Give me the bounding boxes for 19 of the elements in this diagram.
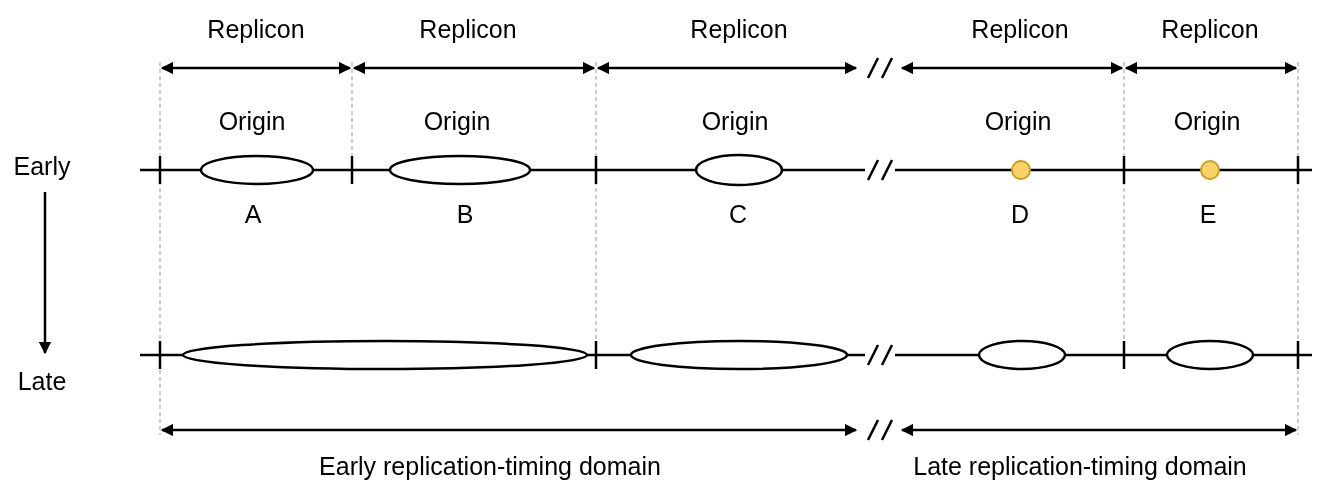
timing-label: Late xyxy=(17,368,67,396)
origin-letter: E xyxy=(1199,201,1217,229)
timing-label: Early xyxy=(13,153,71,181)
origin-label: Origin xyxy=(701,108,769,136)
origin-letter: B xyxy=(456,201,474,229)
replicon-label: Replicon xyxy=(1161,16,1259,44)
replicon-label: Replicon xyxy=(971,16,1069,44)
origin-label: Origin xyxy=(984,108,1052,136)
origin-letter: D xyxy=(1010,201,1030,229)
replicon-label: Replicon xyxy=(207,16,305,44)
domain-label: Late replication-timing domain xyxy=(913,453,1247,481)
origin-label: Origin xyxy=(218,108,286,136)
domain-label: Early replication-timing domain xyxy=(319,453,661,481)
origin-label: Origin xyxy=(1173,108,1241,136)
replicon-label: Replicon xyxy=(690,16,788,44)
origin-letter: A xyxy=(244,201,262,229)
origin-label: Origin xyxy=(423,108,491,136)
replicon-label: Replicon xyxy=(419,16,517,44)
origin-letter: C xyxy=(728,201,748,229)
